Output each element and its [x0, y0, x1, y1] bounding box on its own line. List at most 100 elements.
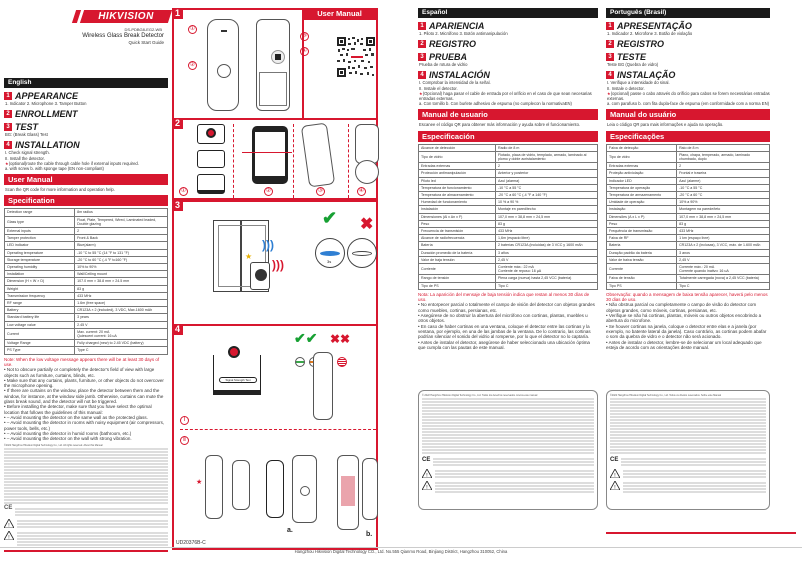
product-name: Wireless Glass Break Detector [82, 33, 164, 39]
list-item: Verifique se não há cortinas, plantas, m… [606, 313, 770, 324]
user-manual-bar: User Manual [4, 174, 168, 186]
svg-text:!: ! [8, 535, 9, 540]
list-item: – Avoid mounting the detector in humid r… [4, 431, 168, 436]
signal-strength-test-button[interactable]: Signal Strength Test [219, 377, 257, 383]
window-illustration [213, 220, 269, 292]
list-item: Before installing the detector, make sur… [4, 404, 168, 415]
led-blue-illustration: 3s [315, 238, 345, 268]
table-row: Temperatura de funcionamiento-10 °C a 55… [418, 183, 599, 193]
list-item: If there are curtains on the window, pla… [4, 388, 168, 404]
language-bar-english: English [4, 78, 168, 88]
warning-icon: ! [4, 531, 14, 541]
table-row: Temperatura de almacenamiento-20 °C a 60… [418, 191, 599, 200]
star-icon: ★ [245, 252, 253, 261]
sound-wave-blue-icon: ))) [262, 238, 274, 252]
callout-1: ① [188, 25, 197, 34]
led-red-blink [337, 357, 347, 367]
detector-screw-mount [266, 460, 284, 518]
guide-type: Quick Start Guide [128, 40, 164, 45]
step1-badge: 1 [172, 8, 183, 19]
legal-box-portuguese: ©2022 Hangzhou Hikvision Digital Technol… [606, 390, 770, 511]
detector-back-plate [205, 455, 223, 519]
table-row: Temperatura de armazenamento-20 °C a 60 … [605, 191, 770, 200]
callout-3: ③ [300, 32, 309, 41]
legal-text: ©2022 Hangzhou Hikvision Digital Technol… [4, 444, 168, 548]
cross-icon: ✖ [360, 216, 374, 233]
hikvision-logo: HIKVISION [79, 10, 173, 23]
svg-text:!: ! [8, 523, 9, 528]
legal-box-spanish: © 2022 Hangzhou Hikvision Digital Techno… [418, 390, 598, 511]
detector-switch-illustration [355, 124, 379, 164]
detector-tape-mount [337, 455, 359, 530]
table-row: Operating temperature-10 °C to 55 °C (14… [3, 248, 168, 257]
warning-icon: ! [610, 481, 620, 491]
table-row: Storage temperature-20 °C to 60 °C (-4 °… [3, 255, 168, 265]
svg-text:!: ! [426, 485, 427, 490]
star-icon: ★ [607, 90, 611, 96]
section-appearance: 1 APPEARANCE [4, 91, 168, 101]
checkmark-icon: ✔ [322, 208, 338, 228]
step4-frame [172, 324, 378, 550]
list-item: – Avoid mounting the detector on the sam… [4, 415, 168, 420]
step-i-badge: Ⅰ [180, 416, 189, 425]
list-item: Não obstrua parcial ou completamente o c… [606, 302, 770, 313]
svg-text:!: ! [614, 485, 615, 490]
list-item: Antes de instalar o detector, lembre-se … [606, 340, 770, 351]
qr-code-icon [337, 37, 375, 77]
language-bar-spanish: Español [418, 8, 598, 18]
list-item: Make sure that any curtains, plants, fur… [4, 378, 168, 389]
cross-icon: ✖✖ [330, 332, 351, 346]
divider [606, 532, 796, 535]
user-manual-bar: Manual do usuário [606, 109, 770, 121]
switch-zoom-illustration [355, 160, 379, 184]
list-item: No entorpecer parcial o totalmente el ca… [418, 302, 598, 313]
label-a: a. [287, 527, 293, 534]
user-manual-header: User Manual [302, 8, 377, 20]
language-bar-portuguese: Português (Brasil) [606, 8, 770, 18]
step2-badge: 2 [172, 118, 183, 129]
led-off-illustration [347, 238, 377, 268]
table-row: Dimensões (A x L x P)107,0 mm × 38,8 mm … [605, 212, 770, 221]
english-column: HIKVISION DS-PDBG8-EG2-WB Wireless Glass… [3, 0, 173, 553]
callout-2: ② [188, 61, 197, 70]
callout-4: ④ [300, 47, 309, 56]
led-green [295, 357, 305, 367]
section-installation: 4 INSTALLATION [4, 140, 168, 150]
detector-signal-illustration [313, 352, 333, 420]
warning-icon: ! [422, 469, 432, 479]
star-icon: ★ [5, 160, 9, 166]
label-b: b. [366, 531, 373, 538]
list-item: Antes de instalar el detector, asegúrese… [418, 340, 598, 351]
